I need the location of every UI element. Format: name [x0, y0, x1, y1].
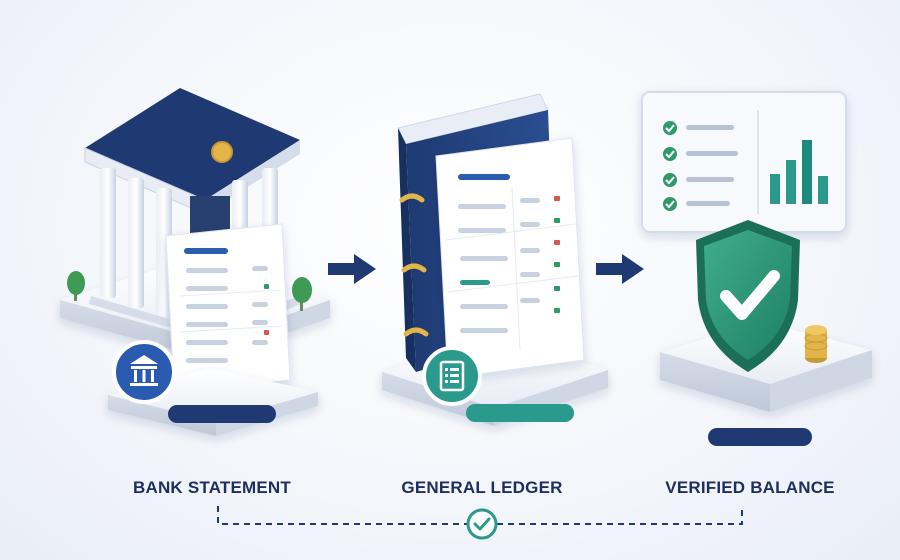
statement-document [165, 223, 291, 393]
bar-chart-icon [770, 140, 828, 204]
bank-statement-group [60, 88, 330, 436]
bank-icon [112, 340, 176, 404]
coin-icon [211, 141, 233, 163]
tree-icon [292, 277, 312, 311]
ledger-icon [422, 346, 482, 406]
tree-icon [67, 271, 85, 301]
coin-stack-icon [804, 325, 828, 363]
arrow-right-icon [328, 254, 376, 284]
ledger-pill [466, 404, 574, 422]
verified-balance-group [641, 91, 872, 446]
step-label-verified-balance: VERIFIED BALANCE [665, 478, 835, 497]
general-ledger-group [382, 93, 608, 426]
arrow-right-icon [596, 254, 644, 284]
binder-ring-icon [399, 193, 429, 337]
ledger-document [435, 137, 585, 379]
shield-check-icon [696, 220, 800, 372]
step-label-general-ledger: GENERAL LEDGER [401, 478, 563, 497]
report-panel [641, 91, 847, 233]
check-circle-icon [466, 508, 498, 540]
step-label-bank-statement: BANK STATEMENT [133, 478, 291, 497]
verified-pill [708, 428, 812, 446]
check-icon [663, 121, 677, 211]
bank-pill [168, 405, 276, 423]
